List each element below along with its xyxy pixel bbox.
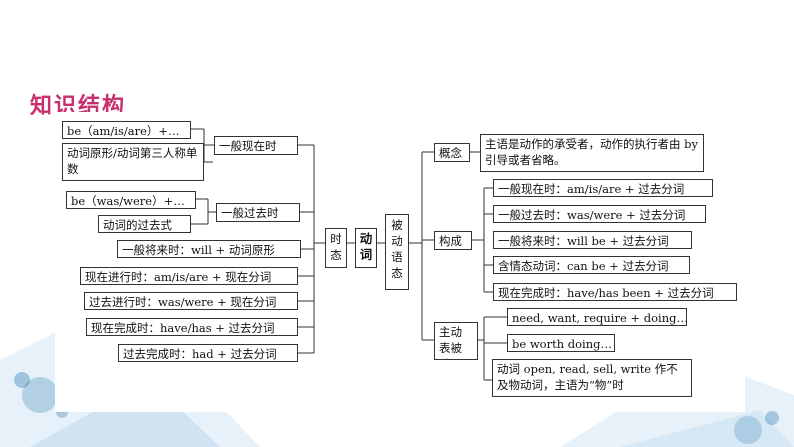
- tense-group-past: 一般过去时: [216, 203, 300, 222]
- tense-item: 现在进行时：am/is/are + 现在分词: [80, 267, 298, 285]
- concept-definition: 主语是动作的承受者，动作的执行者由 by 引导或者省略。: [480, 134, 704, 172]
- tense-item: 过去完成时：had + 过去分词: [118, 344, 298, 362]
- form-item: 现在完成时：have/has been + 过去分词: [493, 283, 737, 301]
- form-item: 一般过去时：was/were + 过去分词: [493, 205, 706, 223]
- tense-item: 现在完成时：have/has + 过去分词: [86, 318, 298, 336]
- branch-form: 构成: [434, 231, 472, 250]
- form-item: 一般将来时：will be + 过去分词: [493, 231, 692, 249]
- tense-group-present: 一般现在时: [214, 136, 298, 155]
- tense-item: be（was/were）+…: [66, 191, 196, 209]
- tense-item: 一般将来时：will + 动词原形: [117, 240, 301, 258]
- active-item: be worth doing…: [507, 334, 615, 352]
- form-item: 一般现在时：am/is/are + 过去分词: [493, 179, 713, 197]
- root-node-verb: 动词: [355, 228, 377, 268]
- active-item: need, want, require + doing…: [507, 308, 687, 326]
- tense-item: 过去进行时：was/were + 现在分词: [84, 292, 298, 310]
- passive-voice-node: 被动语态: [385, 214, 409, 290]
- branch-active-passive: 主动表被动: [434, 322, 478, 360]
- section-heading: 知识结构: [30, 94, 127, 116]
- tense-item: 动词原形/动词第三人称单数: [62, 143, 204, 181]
- tense-item: 动词的过去式: [98, 215, 191, 233]
- tense-node: 时态: [325, 228, 347, 268]
- active-item: 动词 open, read, sell, write 作不及物动词，主语为“物”…: [492, 359, 692, 397]
- branch-concept: 概念: [434, 143, 470, 162]
- form-item: 含情态动词：can be + 过去分词: [493, 256, 690, 274]
- tense-item: be（am/is/are）+…: [62, 121, 191, 139]
